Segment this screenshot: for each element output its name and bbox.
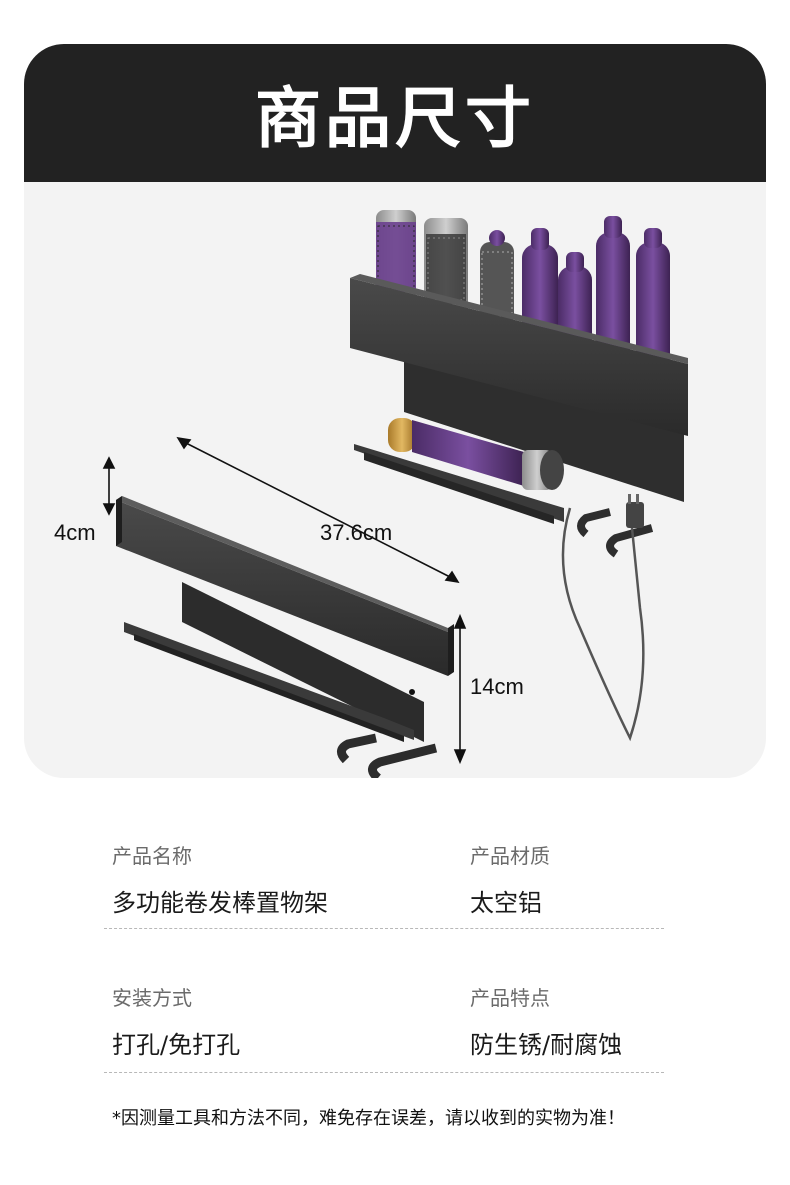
product-image [102, 210, 688, 778]
divider [104, 928, 664, 929]
spec-label: 安装方式 [112, 986, 192, 1010]
spec-value: 打孔/免打孔 [112, 1031, 241, 1059]
spec-name: 产品名称 多功能卷发棒置物架 [112, 840, 328, 918]
spec-label: 产品名称 [112, 844, 192, 868]
spec-label: 产品材质 [470, 844, 550, 868]
spec-label: 产品特点 [470, 986, 550, 1010]
page-title: 商品尺寸 [255, 80, 535, 157]
hair-styler [388, 418, 564, 490]
dimension-length: 37.6cm [320, 520, 393, 545]
measurement-note: *因测量工具和方法不同，难免存在误差，请以收到的实物为准！ [112, 1108, 625, 1129]
rack-with-tools [350, 210, 688, 742]
spec-feature: 产品特点 防生锈/耐腐蚀 [470, 982, 622, 1060]
spec-material: 产品材质 太空铝 [470, 840, 550, 918]
spec-value: 多功能卷发棒置物架 [112, 889, 328, 917]
dimension-lines [102, 436, 467, 765]
dimension-height-top: 4cm [54, 520, 96, 545]
spec-install: 安装方式 打孔/免打孔 [112, 982, 240, 1060]
dimension-height-side: 14cm [470, 674, 524, 699]
divider [104, 1072, 664, 1073]
product-illustration: 4cm 37.6cm 14cm [24, 182, 766, 778]
dimension-card: 商品尺寸 [24, 44, 766, 778]
title-banner: 商品尺寸 [24, 44, 766, 182]
spec-value: 防生锈/耐腐蚀 [470, 1031, 623, 1059]
empty-rack [116, 496, 454, 778]
spec-value: 太空铝 [470, 889, 542, 917]
